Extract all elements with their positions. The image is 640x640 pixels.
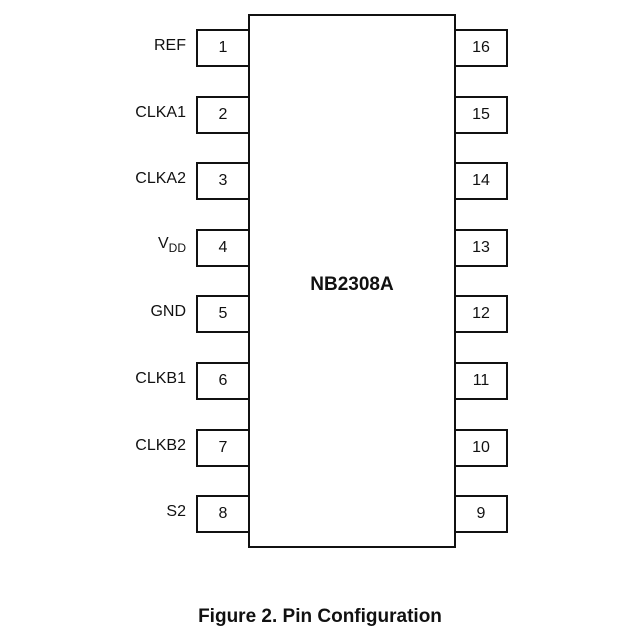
pin-label-text: CLKB2 (135, 436, 186, 454)
pin-label-text: V (157, 234, 169, 252)
pin-label: GND (150, 303, 186, 321)
pin-15: 15 (456, 95, 508, 134)
pin-number: 4 (218, 238, 228, 256)
pin-label-text: REF (154, 37, 186, 54)
pin-11: 11 (456, 362, 508, 400)
pin-number: 8 (218, 505, 228, 523)
pin-6: 6 (196, 362, 248, 400)
pin-label: VDD (158, 235, 186, 255)
pin-number: 12 (472, 305, 490, 323)
pin-label: CLKA2 (135, 170, 186, 188)
pin-label: CLKA1 (135, 104, 186, 122)
pin-number: 7 (218, 438, 228, 456)
pin-2: 2 (196, 95, 248, 134)
pin-label-text: S2 (166, 503, 186, 521)
pin-12: 12 (456, 295, 508, 334)
pin-3: 3 (196, 162, 248, 201)
pin-label: CLKB2 (135, 437, 186, 455)
pin-13: 13 (456, 228, 508, 267)
pin-number: 9 (476, 505, 486, 523)
pin-number: 5 (218, 305, 228, 323)
pin-10: 10 (456, 428, 508, 467)
pin-16: 16 (456, 29, 508, 67)
pin-number: 13 (472, 238, 490, 256)
pin-label-text: CLKA2 (135, 170, 186, 188)
pin-14: 14 (456, 162, 508, 201)
pin-label: S2 (166, 503, 186, 521)
pin-number: 6 (218, 372, 228, 389)
pin-7: 7 (196, 428, 248, 467)
pin-number: 16 (472, 39, 490, 56)
pin-label: REF (154, 37, 186, 55)
ic-body: NB2308A (248, 14, 456, 548)
pin-label-text: CLKA1 (135, 103, 186, 121)
pin-1: 1 (196, 29, 248, 67)
pin-number: 3 (218, 172, 228, 190)
figure-caption: Figure 2. Pin Configuration (198, 606, 442, 627)
pin-label-subscript: DD (168, 240, 186, 255)
pin-number: 15 (472, 105, 490, 123)
pin-label-text: GND (150, 303, 186, 321)
chip-name: NB2308A (310, 274, 394, 295)
pin-number: 1 (218, 39, 228, 56)
pin-4: 4 (196, 228, 248, 267)
pin-number: 14 (472, 172, 490, 190)
pin-number: 10 (472, 438, 490, 456)
pin-label-text: CLKB1 (135, 370, 186, 387)
pin-9: 9 (456, 495, 508, 534)
pin-label: CLKB1 (135, 370, 186, 388)
pin-8: 8 (196, 495, 248, 534)
pin-number: 11 (472, 372, 490, 389)
pin-number: 2 (218, 105, 228, 123)
pin-5: 5 (196, 295, 248, 334)
